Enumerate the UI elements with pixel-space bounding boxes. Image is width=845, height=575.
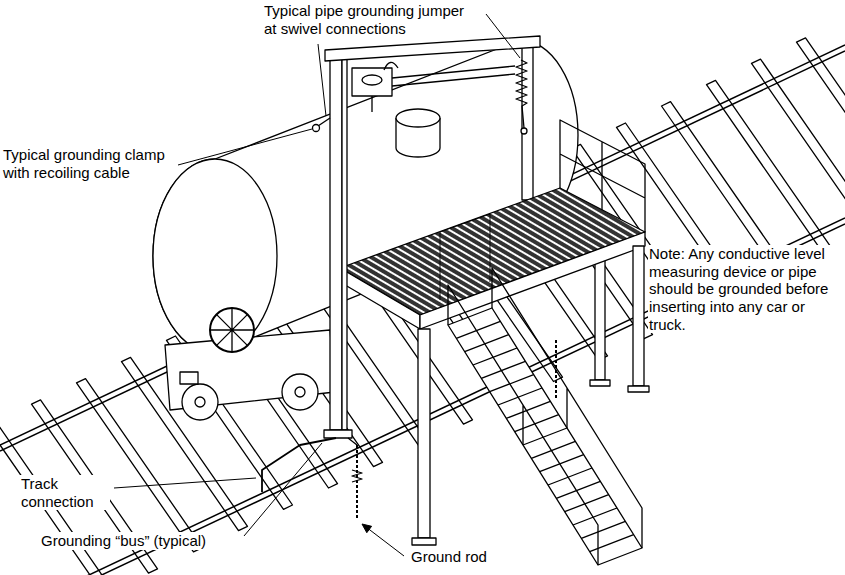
handrail bbox=[448, 285, 598, 565]
tank-end bbox=[153, 159, 277, 353]
callout-label: Typical pipe grounding jumper at swivel … bbox=[263, 2, 478, 37]
brake-wheel bbox=[210, 308, 254, 352]
swivel-housing bbox=[352, 68, 392, 96]
grounding-clamp bbox=[313, 125, 320, 132]
loading-pipe bbox=[372, 66, 515, 112]
leader-line bbox=[318, 44, 326, 116]
deck-railing bbox=[560, 120, 645, 232]
callout-label: Ground rod bbox=[410, 548, 530, 566]
ground-rod-wire bbox=[348, 438, 357, 445]
base-plate bbox=[412, 538, 436, 545]
leader-line bbox=[244, 443, 322, 536]
wheel bbox=[182, 384, 218, 420]
ground-rod bbox=[356, 445, 358, 520]
note-text: Note: Any conductive level measuring dev… bbox=[648, 245, 840, 333]
platform-leg bbox=[633, 246, 644, 386]
wheel-hub bbox=[295, 387, 305, 397]
leader-line bbox=[178, 129, 312, 165]
callout-label: Typical grounding clamp with recoiling c… bbox=[2, 146, 174, 181]
gantry bbox=[313, 36, 541, 438]
wheel-hub bbox=[195, 397, 205, 407]
stairs bbox=[448, 268, 642, 565]
callout-label: Grounding “bus” (typical) bbox=[40, 532, 240, 550]
gantry-post-side bbox=[342, 55, 347, 430]
arrowhead bbox=[362, 524, 372, 533]
grounding-bus bbox=[262, 438, 336, 492]
swivel-joint bbox=[362, 75, 382, 85]
recoiling-cable bbox=[516, 60, 527, 128]
leader-lines bbox=[114, 14, 520, 556]
coupler bbox=[180, 372, 198, 384]
gantry-post bbox=[330, 55, 342, 430]
leader-arrow bbox=[366, 527, 404, 556]
wheel bbox=[282, 374, 318, 410]
base-plate bbox=[628, 386, 649, 392]
stair-body bbox=[448, 308, 642, 565]
ground-rod-coil bbox=[352, 470, 362, 482]
tank-shell bbox=[153, 40, 578, 353]
tank-dome-top bbox=[396, 109, 440, 127]
crossbeam bbox=[325, 36, 540, 61]
rails bbox=[0, 45, 845, 575]
handrail bbox=[492, 268, 642, 548]
clamp-cable bbox=[318, 118, 330, 126]
pipe-grounding-jumper bbox=[384, 62, 398, 70]
railroad-ties bbox=[0, 38, 845, 575]
grounding-clamp bbox=[521, 128, 527, 134]
deck-front-face bbox=[340, 268, 420, 329]
platform-leg bbox=[418, 329, 430, 538]
brake-wheel-spokes bbox=[210, 308, 254, 352]
leader-line bbox=[486, 14, 520, 58]
base-plate bbox=[324, 430, 352, 438]
deck-side-face bbox=[420, 232, 645, 329]
level-device bbox=[555, 340, 557, 400]
leader-line bbox=[114, 478, 256, 488]
base-plate bbox=[590, 380, 610, 386]
grounding-wires bbox=[262, 438, 362, 520]
callout-label: Track connection bbox=[20, 475, 110, 510]
